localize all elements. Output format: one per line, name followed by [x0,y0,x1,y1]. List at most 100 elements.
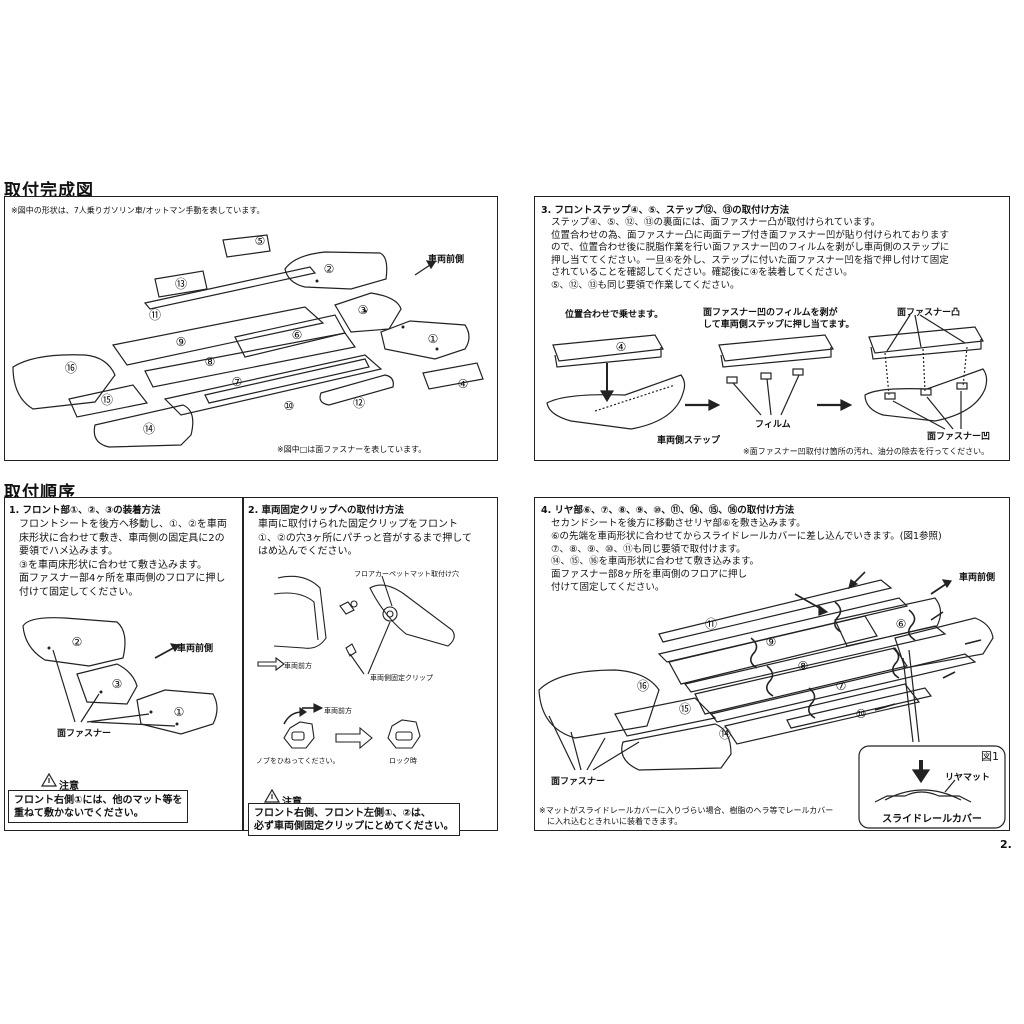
step1-part-1-shape [136,689,218,735]
step1-part-label: ③ [112,677,123,691]
step3-fig-label-1: 位置合わせで乗せます。 [565,310,664,320]
step2-label-knob: ノブをひねってください。 [256,757,340,765]
part-8-shape [144,332,357,388]
step1-part-label: ① [174,705,185,719]
step3-fig-label-3: 面ファスナー凸 [897,308,961,318]
completion-note-top: ※図中の形状は、7人乗りガソリン車/オットマン手動を表しています。 [11,206,265,215]
step4-part-label: ⑧ [798,659,809,673]
completion-part-label: ⑦ [232,375,243,389]
step4-body: セカンドシートを後方に移動させリヤ部⑥を敷き込みます。 ⑥の先端を車両形状に合わ… [551,518,942,593]
completion-part-label: ⑭ [143,422,155,436]
completion-part-label: ⑫ [353,396,365,410]
part-3-shape [334,292,402,333]
step3-note: ※面ファスナー凹取付け箇所の汚れ、油分の除去を行ってください。 [743,447,990,456]
warning-icon [40,772,58,787]
step2-diagram [257,575,455,803]
step4-fastener-label: 面ファスナー [551,777,606,787]
step4-fig-title: 図1 [981,750,999,763]
completion-part-label: ⑯ [65,361,77,375]
step1-warning-head: 注意 [59,781,79,792]
step2-panel: 2. 車両固定クリップへの取付け方法 車両に取付けられた固定クリップをフロント … [243,497,498,836]
step2-warning-head: 注意 [282,793,302,808]
step4-note: ※マットがスライドレールカバーに入りづらい場合、樹脂のヘラ等でレールカバー に入… [539,806,834,826]
completion-part-label: ⑧ [205,355,216,369]
step1-direction-label: 車両前側 [177,644,214,654]
part-8-shape [694,647,908,715]
step3-fig-label-concave: 面ファスナー凹 [927,432,991,442]
part-12-shape [319,374,394,406]
completion-note-bottom: ※図中□は面ファスナーを表しています。 [277,445,427,454]
step4-fig-cover: スライドレールカバー [882,813,982,825]
completion-diagram: ⑤ ② ⑬ ③ ⑪ ⑨ ⑥ ① ⑯ ⑧ ⑦ ④ ⑮ ⑩ ⑫ ⑭ [12,234,484,448]
completion-part-label: ⑪ [149,308,161,322]
step3-fig-label-step: 車両側ステップ [657,436,721,446]
part-15-shape [614,697,717,737]
step3-body: ステップ④、⑤、⑫、⑬の裏面には、面ファスナー凸が取付けられています。 位置合わ… [551,217,950,291]
part-7-shape [724,683,921,745]
completion-part-label: ⑮ [101,393,113,407]
step4-title: 4. リヤ部⑥、⑦、⑧、⑨、⑩、⑪、⑭、⑮、⑯の取付け方法 [541,505,795,516]
part-7-shape [163,354,383,416]
part-11-shape [143,266,317,310]
step1-body: フロントシートを後方へ移動し、①、②を車両 床形状に合わせて敷き、車両側の固定具… [19,519,227,598]
step4-part-label: ⑪ [705,617,717,631]
part-16-shape [12,354,116,410]
part-14-shape [93,404,194,448]
step3-part-label: ④ [616,340,627,354]
step4-part-label: ⑭ [719,727,731,741]
step1-fastener-label: 面ファスナー [57,729,112,739]
step2-label-front: 車両前方 [284,662,312,670]
completion-part-label: ⑥ [292,328,303,342]
step3-fig-label-2: 面ファスナー凹のフィルムを剥が して車両側ステップに押し当てます。 [703,308,855,330]
step3-fig-label-film: フィルム [755,420,791,430]
completion-direction-label: 車両前側 [428,255,465,265]
step4-part-label: ⑨ [766,635,777,649]
step3-diagram: ④ [546,314,988,430]
completion-part-label: ⑩ [284,399,295,413]
step3-title: 3. フロントステップ④、⑤、ステップ⑫、⑬の取付け方法 [541,205,790,216]
step1-part-label: ② [72,635,83,649]
step2-body: 車両に取付けられた固定クリップをフロント ①、②の穴3ヶ所にパチっと音がするまで… [258,519,472,557]
completion-part-label: ④ [458,377,469,391]
step2-label-lock: ロック時 [389,757,417,765]
step4-part-label: ⑦ [836,679,847,693]
step4-panel: 4. リヤ部⑥、⑦、⑧、⑨、⑩、⑪、⑭、⑮、⑯の取付け方法 セカンドシートを後方… [534,497,1010,831]
warning-icon [263,788,281,803]
step1-warning-box: フロント右側①には、他のマット等を 重ねて敷かないでください。 [8,790,189,823]
part-4-shape [422,362,484,390]
step4-part-label: ⑩ [856,707,867,721]
completion-part-label: ⑬ [175,277,187,291]
completion-part-label: ③ [358,303,369,317]
step3-panel: 3. フロントステップ④、⑤、ステップ⑫、⑬の取付け方法 ステップ④、⑤、⑫、⑬… [534,196,1010,461]
step1-title: 1. フロント部①、②、③の装着方法 [9,505,161,516]
part-9-shape [111,306,325,366]
step1-panel: 1. フロント部①、②、③の装着方法 フロントシートを後方へ移動し、①、②を車両… [4,497,243,831]
completion-part-label: ② [324,262,335,276]
step1-diagram: ② ③ ① [22,617,218,787]
completion-panel: ※図中の形状は、7人乗りガソリン車/オットマン手動を表しています。 ※図中□は面… [4,196,498,461]
completion-part-label: ⑤ [255,234,266,248]
part-15-shape [68,384,149,418]
step2-label-clip: 車両側固定クリップ [370,674,433,682]
step2-title: 2. 車両固定クリップへの取付け方法 [248,505,405,516]
part-10-shape [204,358,370,404]
part-10-shape [786,687,933,729]
step4-part-label: ⑮ [679,702,691,716]
page-number: 2. [1000,838,1012,851]
step4-diagram: ⑪ ⑨ ⑥ ⑧ ⑯ ⑦ ⑮ ⑩ ⑭ 図1 リヤマット スライドレールカバー [538,571,1006,829]
step2-warning-box: フロント右側、フロント左側①、②は、 必ず車両側固定クリップにとめてください。 [248,803,460,836]
part-5-shape [222,234,271,258]
step1-part-3-shape [76,663,138,705]
step4-part-label: ⑯ [637,679,649,693]
step4-fig-mat: リヤマット [945,772,990,783]
step2-label-front2: 車両前方 [324,707,352,715]
completion-part-label: ① [428,332,439,346]
part-16-shape [538,669,660,739]
part-2-shape [284,251,388,290]
step1-part-2-shape [22,617,126,667]
part-9-shape [668,615,878,685]
step4-part-label: ⑥ [896,617,907,631]
part-1-shape [380,320,470,360]
step2-label-hole: フロアカーペットマット取付け穴 [354,570,459,578]
completion-part-label: ⑨ [176,335,187,349]
